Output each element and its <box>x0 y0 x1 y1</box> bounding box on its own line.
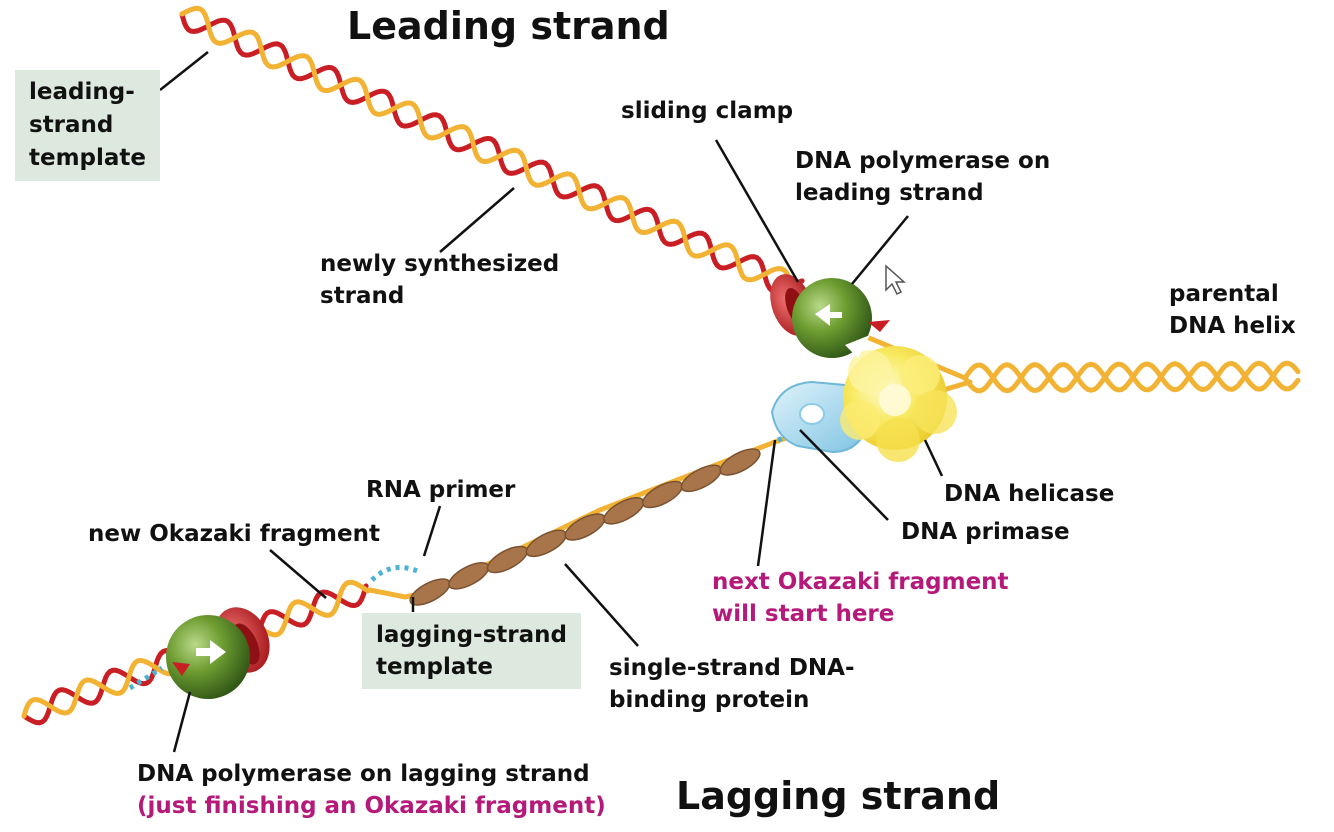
single-strand-binding-proteins <box>409 448 761 606</box>
leading-helix-strand-1 <box>179 11 805 295</box>
next-okazaki-line-2: will start here <box>712 601 895 627</box>
rna-primer-label: RNA primer <box>366 477 516 503</box>
ssb-protein <box>486 545 529 574</box>
ssb-protein <box>603 497 645 525</box>
rna-primer-upper <box>370 565 421 582</box>
lagging-strand-title: Lagging strand <box>676 774 1001 818</box>
dna-primase-label: DNA primase <box>901 519 1070 545</box>
polymerase-leading-line-1: DNA polymerase on <box>795 148 1051 174</box>
next-okazaki-label: next Okazaki fragment will start here <box>712 566 1009 630</box>
leading-strand-template-label: leading- strand template <box>15 70 161 181</box>
parental-dna-helix <box>962 360 1301 394</box>
parental-helix-line-2: DNA helix <box>1169 313 1296 339</box>
ssb-line-1: single-strand DNA- <box>609 655 855 681</box>
leading-strand-title: Leading strand <box>347 4 670 48</box>
leading-strand-template-line-1: leading- <box>29 79 135 105</box>
mouse-cursor-icon <box>885 264 906 296</box>
parental-helix-line-1: parental <box>1169 281 1279 307</box>
newly-synthesized-line-1: newly synthesized <box>320 251 560 277</box>
polymerase-lagging-note: (just finishing an Okazaki fragment) <box>137 793 606 819</box>
parental-helix-label: parental DNA helix <box>1169 278 1296 342</box>
leading-strand-template-line-3: template <box>29 145 147 171</box>
polymerase-leading-label: DNA polymerase on leading strand <box>795 145 1050 209</box>
dna-polymerase-leading <box>792 278 890 358</box>
dna-helicase-label: DNA helicase <box>944 481 1115 507</box>
sliding-clamp-label: sliding clamp <box>621 98 794 124</box>
ssb-protein <box>448 562 490 590</box>
lagging-strand-template-label: lagging-strand template <box>362 613 581 689</box>
dna-polymerase-lagging <box>166 615 250 699</box>
new-okazaki-label: new Okazaki fragment <box>88 521 380 547</box>
newly-synthesized-line-2: strand <box>320 283 405 309</box>
leading-strand-template-line-2: strand <box>29 112 114 138</box>
leading-strand-helix <box>179 5 805 301</box>
polymerase-lagging-label: DNA polymerase on lagging strand <box>137 761 590 787</box>
ssb-protein <box>719 448 761 476</box>
polymerase-leading-line-2: leading strand <box>795 180 984 206</box>
leader-lines <box>159 51 944 753</box>
newly-synthesized-strand-label: newly synthesized strand <box>320 248 559 312</box>
leading-helix-strand-2 <box>179 5 798 301</box>
parental-helix-strand-2 <box>962 360 1301 394</box>
next-okazaki-line-1: next Okazaki fragment <box>712 569 1009 595</box>
ssb-line-2: binding protein <box>609 687 810 713</box>
lagging-strand-template-line-2: template <box>376 654 494 680</box>
dna-helicase <box>840 346 957 462</box>
ssb-label: single-strand DNA- binding protein <box>609 652 855 716</box>
rna-primer-lower <box>128 665 164 691</box>
lagging-strand-template-line-1: lagging-strand <box>376 622 567 648</box>
